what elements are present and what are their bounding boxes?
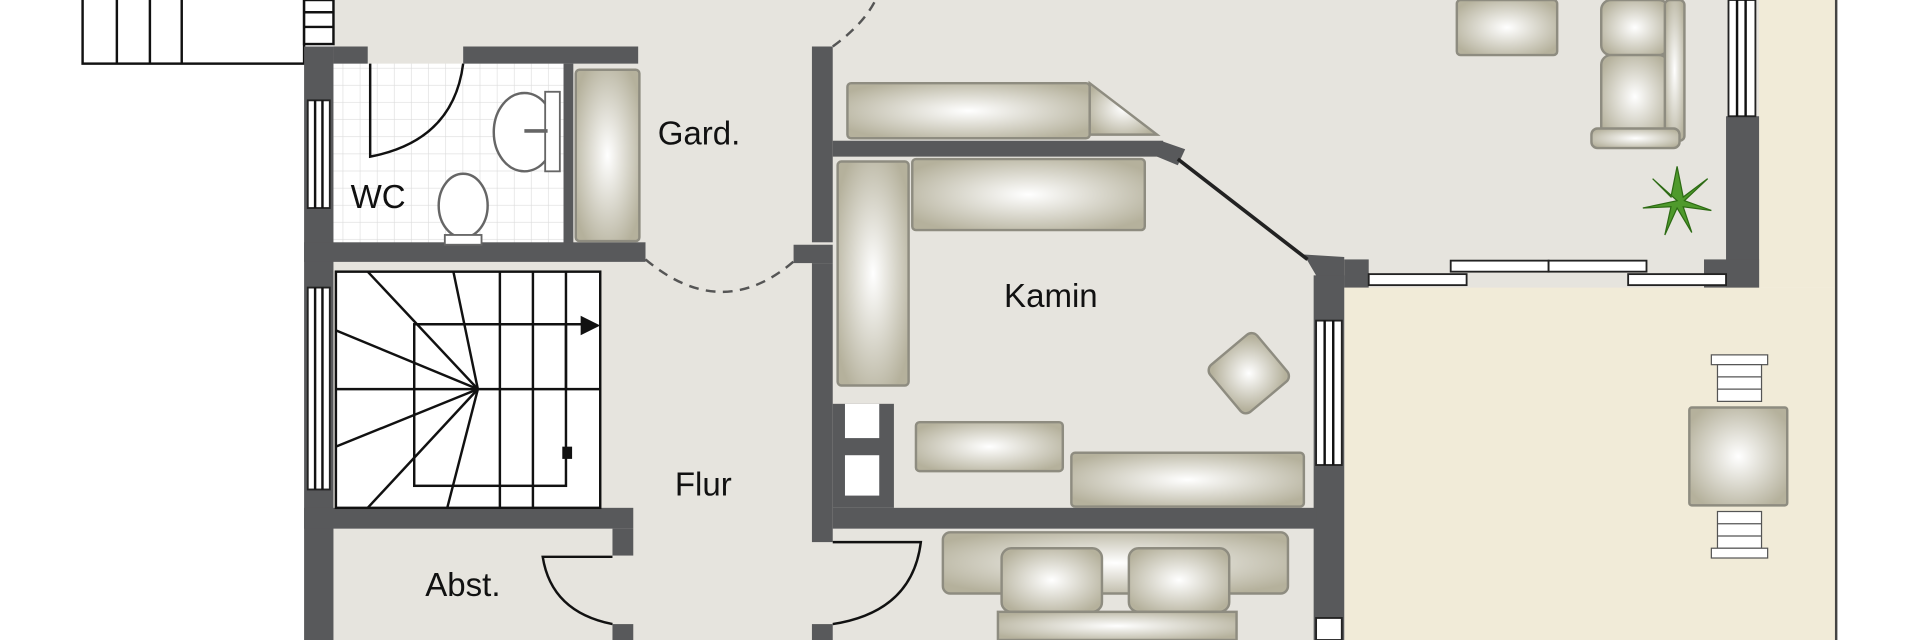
room-label-wc: WC bbox=[351, 179, 406, 216]
terrace-strip bbox=[1759, 0, 1837, 288]
plant-icon bbox=[1642, 166, 1712, 236]
glass-partition bbox=[1176, 157, 1309, 261]
doors bbox=[368, 0, 923, 626]
sink bbox=[492, 90, 561, 173]
living-furniture bbox=[1455, 0, 1686, 150]
entrance-steps bbox=[81, 0, 335, 65]
staircase bbox=[334, 270, 602, 510]
room-label-kamin: Kamin bbox=[1004, 278, 1098, 315]
chair-bottom bbox=[1710, 510, 1769, 559]
room-label-flur: Flur bbox=[675, 467, 732, 504]
exterior-left bbox=[0, 0, 305, 640]
room-label-abstellraum: Abst. bbox=[425, 567, 500, 604]
room-label-garderobe: Gard. bbox=[658, 115, 741, 152]
wardrobe bbox=[574, 68, 641, 243]
windows bbox=[306, 0, 1757, 640]
kamin-furniture bbox=[836, 80, 1306, 640]
terrace-table bbox=[1688, 354, 1789, 559]
stair-direction-arrow-icon bbox=[580, 315, 601, 336]
chair-top bbox=[1710, 354, 1769, 402]
toilet bbox=[437, 172, 489, 246]
